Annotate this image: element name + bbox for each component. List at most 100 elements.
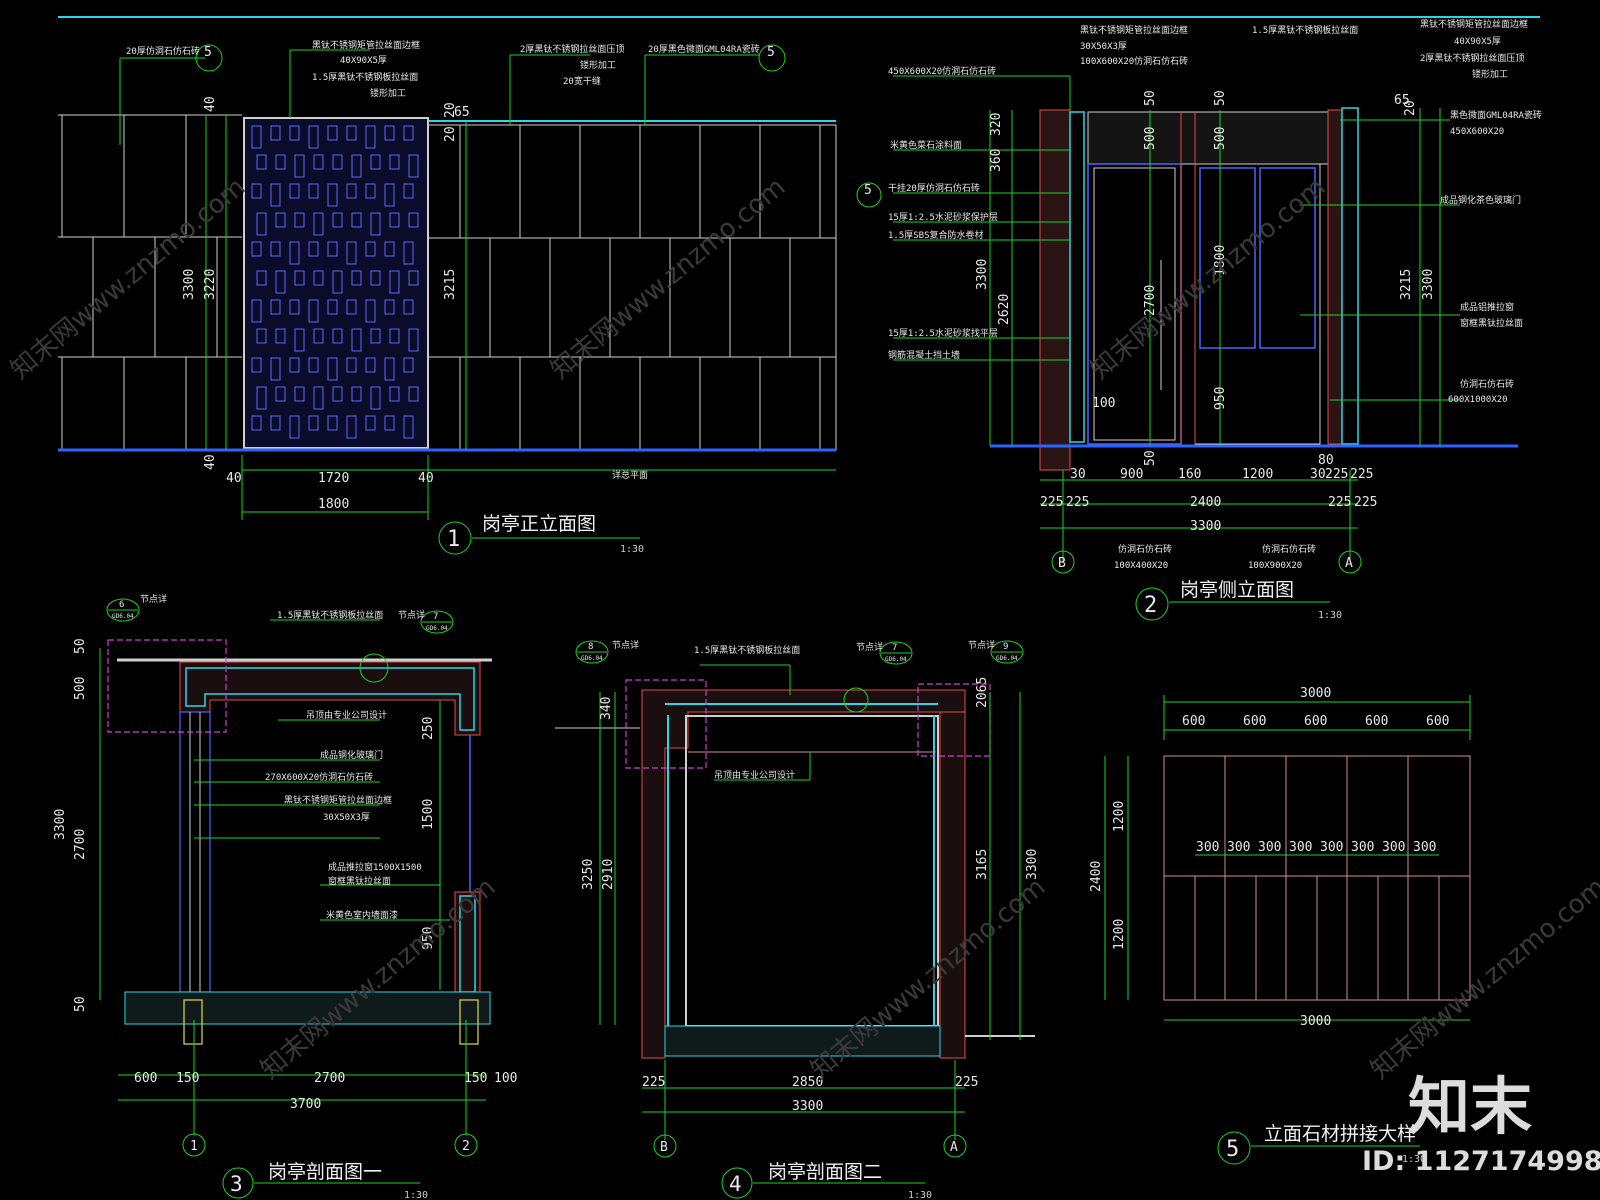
v2-note: 15厚1:2.5水泥砂浆保护层 [888, 211, 998, 223]
screen-slot [270, 357, 281, 381]
watermark-id: ID: 1127174998 [1362, 1146, 1600, 1177]
v4-floor-slab [664, 1025, 941, 1057]
screen-slot [351, 270, 362, 286]
view-5-stone-pattern: 3000 600 600 600 600 600 300 300 300 300… [1089, 686, 1471, 1165]
view-1-front-elevation: 5 5 20厚仿洞石仿石砖 黑钛不锈钢矩管拉丝面边框 40X90X5厚 1.5厚… [58, 39, 837, 555]
v1-dim: 40 [203, 96, 218, 112]
v1-note: 黑钛不锈钢矩管拉丝面边框 [312, 39, 420, 51]
v2-dim: 50 [1143, 90, 1158, 106]
v5-dim: 1200 [1112, 919, 1127, 950]
v2-axis-bubble-b [1051, 550, 1075, 574]
screen-slot [346, 241, 357, 265]
screen-slot [346, 357, 357, 373]
screen-slot [403, 415, 414, 439]
screen-slot [289, 241, 300, 265]
v1-dim-lines [119, 49, 836, 520]
v3-detail-box [107, 639, 227, 733]
screen-slot [408, 328, 419, 352]
v2-top-band [1087, 111, 1329, 165]
v5-dim: 600 [1426, 714, 1449, 729]
v4-tag-ref: GD6.04 [996, 655, 1018, 662]
screen-slot [351, 328, 362, 352]
screen-slot [313, 154, 324, 170]
v5-dim: 300 [1351, 840, 1374, 855]
v5-view-title: 立面石材拼接大样 [1264, 1123, 1416, 1145]
v2-note: 成品钢化茶色玻璃门 [1440, 194, 1521, 206]
v4-dim: 2850 [792, 1075, 823, 1090]
v1-view-number-circle [438, 521, 472, 555]
view-4-section-2: 8 GD6.04 7 GD6.04 9 GD6.04 1.5厚黑钛不锈钢板拉丝面… [555, 639, 1040, 1200]
v2-dim: 3300 [975, 259, 990, 290]
v2-dim: 1200 [1242, 467, 1273, 482]
v1-note: 40X90X5厚 [340, 55, 387, 66]
v5-dim: 600 [1365, 714, 1388, 729]
v4-note: 吊顶由专业公司设计 [714, 769, 795, 781]
screen-slot [327, 241, 338, 257]
v2-note: 窗框黑钛拉丝面 [1460, 317, 1523, 329]
v3-note: 成品推拉窗1500X1500 [328, 861, 422, 873]
screen-slot [332, 270, 343, 294]
v3-note: 黑钛不锈钢矩管拉丝面边框 [284, 794, 392, 806]
v2-axis-label: B [1058, 556, 1066, 571]
v1-dim: 3220 [203, 269, 218, 300]
v4-dim: 2910 [601, 859, 616, 890]
v4-dim: 3250 [581, 859, 596, 890]
v4-dim: 225 [955, 1075, 978, 1090]
screen-slot [289, 357, 300, 373]
view-2-side-elevation: 5 黑钛不锈钢矩管拉丝面边框 30X50X3厚 100X600X20仿洞石仿石砖… [856, 18, 1542, 621]
screen-slot [294, 386, 305, 402]
screen-slot [346, 299, 357, 315]
v2-note: 仿洞石仿石砖 [1460, 378, 1514, 390]
v1-dim: 40 [418, 471, 434, 486]
screen-slot [365, 183, 376, 199]
screen-slot [403, 183, 414, 199]
v4-view-number-circle [721, 1167, 753, 1199]
v2-dim: 3215 [1399, 269, 1414, 300]
v3-axis-label: 2 [462, 1139, 470, 1154]
screen-slot [403, 357, 414, 373]
v2-note: 仿洞石仿石砖 [1262, 543, 1316, 555]
v1-view-title: 岗亭正立面图 [482, 513, 596, 535]
v1-note: 20厚仿洞石仿石砖 [126, 45, 200, 57]
screen-slot [256, 270, 267, 286]
v1-dim: 65 [454, 105, 470, 120]
v3-floor-slab [124, 991, 491, 1025]
screen-slot [275, 386, 286, 402]
v4-axis-bubble-a [943, 1134, 967, 1158]
v2-dim: 50 [1213, 90, 1228, 106]
v2-dim: 225 [1328, 495, 1351, 510]
screen-slot [327, 357, 338, 381]
screen-slot [313, 270, 324, 286]
v3-glass-door [179, 711, 211, 993]
v2-retaining-wall [1039, 109, 1071, 471]
v2-dim: 30 [1070, 467, 1086, 482]
v2-dim: 100 [1092, 396, 1115, 411]
screen-slot [256, 328, 267, 344]
v4-dim: 3165 [975, 849, 990, 880]
screen-slot [370, 154, 381, 170]
v2-note: 仿洞石仿石砖 [1118, 543, 1172, 555]
screen-slot [408, 386, 419, 402]
v2-note: 米黄色菜石涂料面 [890, 139, 962, 151]
v5-dim: 1200 [1112, 801, 1127, 832]
v3-note: 270X600X20仿洞石仿石砖 [265, 771, 373, 783]
v3-dim: 50 [73, 996, 88, 1012]
v3-dim: 500 [73, 677, 88, 700]
v5-dim: 600 [1304, 714, 1327, 729]
v1-dim: 1720 [318, 471, 349, 486]
v4-note: 节点详 [856, 641, 883, 653]
screen-slot [275, 270, 286, 294]
v2-view-scale: 1:30 [1318, 610, 1342, 621]
v2-dim: 160 [1178, 467, 1201, 482]
screen-slot [275, 212, 286, 228]
v3-view-scale: 1:30 [404, 1190, 428, 1200]
screen-slot [370, 328, 381, 344]
screen-slot [332, 328, 343, 344]
v2-note: 镂形加工 [1472, 68, 1508, 80]
v2-dim: 30 [1310, 467, 1326, 482]
v4-right-wall [939, 711, 966, 1059]
screen-slot [251, 357, 262, 373]
v4-axis-label: A [950, 1140, 958, 1155]
screen-slot [346, 125, 357, 141]
v3-note: 窗框黑钛拉丝面 [328, 875, 391, 887]
